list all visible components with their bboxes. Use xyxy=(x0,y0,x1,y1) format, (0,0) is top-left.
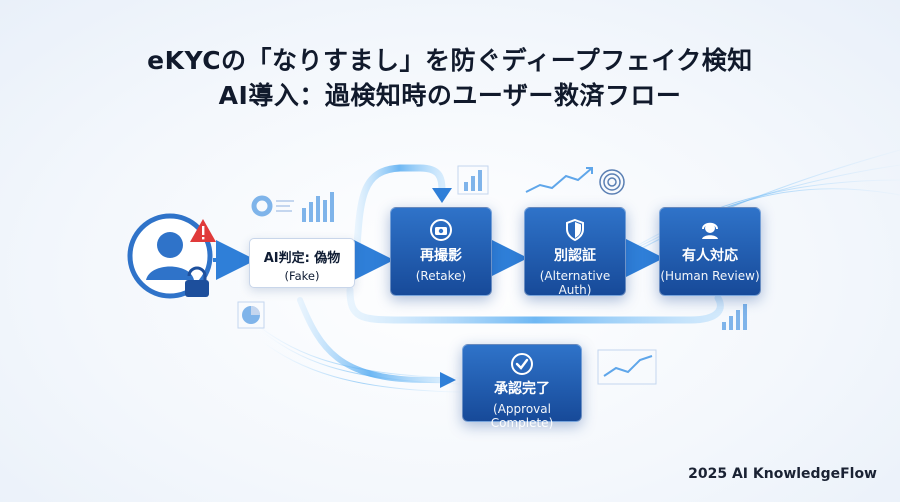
ai-judgement-label: AI判定: 偽物 xyxy=(263,251,341,266)
approval-complete-label: 承認完了 xyxy=(494,381,550,397)
approval-complete-box[interactable]: 承認完了 (Approval Complete) xyxy=(462,344,582,430)
fingerprint-icon xyxy=(599,169,625,195)
mini-bar-chart-icon xyxy=(302,192,334,222)
retake-label: 再撮影 xyxy=(420,248,462,264)
mini-pie-chart-icon xyxy=(237,301,265,329)
trend-line-icon xyxy=(525,167,593,193)
mini-growth-chart-icon xyxy=(457,165,489,195)
human-review-step-box[interactable]: 有人対応 (Human Review) xyxy=(659,207,761,296)
lock-icon xyxy=(185,266,209,297)
ai-judgement-sublabel: (Fake) xyxy=(284,269,320,283)
warning-icon xyxy=(190,219,216,242)
flow-to-approval xyxy=(297,297,443,383)
shield-icon xyxy=(566,218,584,242)
retake-sublabel: (Retake) xyxy=(415,269,467,283)
check-circle-icon xyxy=(511,353,533,375)
alternative-auth-label: 別認証 xyxy=(554,248,596,264)
ai-judgement-box: AI判定: 偽物 (Fake) xyxy=(249,238,355,288)
title-line-2: AI導入：過検知時のユーザー救済フロー xyxy=(218,81,682,110)
alternative-auth-step-box[interactable]: 別認証 (Alternative Auth) xyxy=(524,207,626,297)
retake-step-box[interactable]: 再撮影 (Retake) xyxy=(390,207,492,296)
human-review-sublabel: (Human Review) xyxy=(660,269,760,283)
human-review-label: 有人対応 xyxy=(682,248,738,264)
approval-complete-sublabel: (Approval Complete) xyxy=(490,402,554,430)
footer-credit: 2025 AI KnowledgeFlow xyxy=(688,466,877,482)
mini-donut-chart-icon xyxy=(251,195,294,217)
alternative-auth-sublabel: (Alternative Auth) xyxy=(539,269,611,297)
camera-retake-icon xyxy=(430,219,452,241)
flow-loop-top xyxy=(352,164,446,266)
title-line-1: eKYCの「なりすまし」を防ぐディープフェイク検知 xyxy=(147,46,753,75)
trend-chart-right-icon xyxy=(597,349,657,385)
mini-bars-right-icon xyxy=(722,304,747,330)
headset-agent-icon xyxy=(702,222,718,239)
flow-loop-bottom xyxy=(346,286,724,324)
